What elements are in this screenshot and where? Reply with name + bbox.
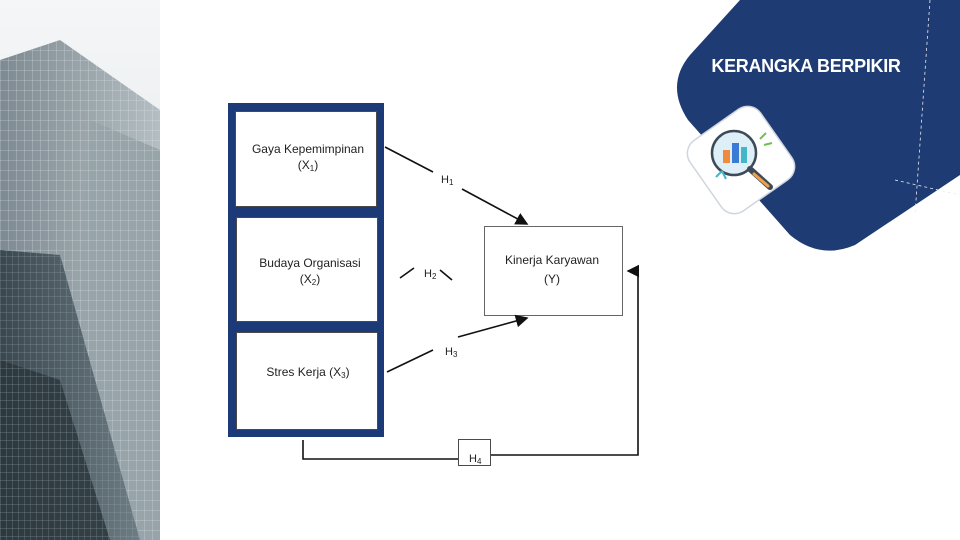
h4-text: H xyxy=(469,453,477,465)
arrow-h3 xyxy=(386,318,527,373)
h4-label: H4 xyxy=(469,453,481,466)
x2-label: Budaya Organisasi (X2) xyxy=(240,255,380,291)
y-name: Kinerja Karyawan xyxy=(504,253,600,267)
x3-label: Stres Kerja (X3) xyxy=(238,364,378,384)
x2-close: ) xyxy=(316,272,321,286)
slide-title: KERANGKA BERPIKIR xyxy=(711,56,901,76)
building-photo xyxy=(0,0,160,540)
x2-box xyxy=(236,217,378,322)
y-label: Kinerja Karyawan (Y) xyxy=(484,252,620,290)
x3-name: Stres Kerja (X xyxy=(266,365,342,379)
h4-box xyxy=(458,439,491,466)
x2-code: (X xyxy=(299,272,312,286)
x1-code: (X xyxy=(297,158,310,172)
h2-text: H xyxy=(424,268,432,280)
h4-sub: 4 xyxy=(476,457,482,466)
x1-box xyxy=(235,111,377,207)
x3-close: ) xyxy=(345,365,350,379)
h3-sub: 3 xyxy=(452,350,458,359)
x1-sub: 1 xyxy=(309,164,315,173)
h3-text: H xyxy=(445,346,453,358)
x3-box xyxy=(236,332,378,430)
h1-label: H1 xyxy=(441,174,453,187)
magnifier-chart-icon xyxy=(676,95,806,225)
x1-label: Gaya Kepemimpinan (X1) xyxy=(238,141,378,177)
h1-sub: 1 xyxy=(448,178,454,187)
line-h2 xyxy=(399,267,453,281)
x3-sub: 3 xyxy=(341,371,346,380)
y-code: (Y) xyxy=(544,272,560,286)
x2-name: Budaya Organisasi xyxy=(259,256,361,270)
h3-label: H3 xyxy=(445,346,457,359)
h2-label: H2 xyxy=(424,268,436,281)
x2-sub: 2 xyxy=(311,278,317,287)
h1-text: H xyxy=(441,174,449,186)
arrow-h4 xyxy=(302,271,638,460)
h2-sub: 2 xyxy=(431,272,437,281)
y-box xyxy=(484,226,623,316)
arrow-h1 xyxy=(384,146,527,224)
x1-close: ) xyxy=(314,158,319,172)
x1-name: Gaya Kepemimpinan xyxy=(251,142,365,156)
